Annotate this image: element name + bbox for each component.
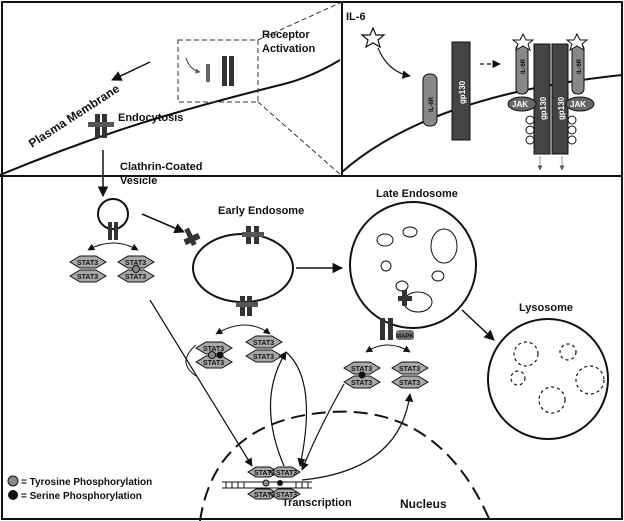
svg-text:STAT3: STAT3 [125, 260, 146, 267]
inset-gp130-left-label: gp130 [539, 96, 548, 120]
il6-star-icon [360, 26, 386, 49]
transcription-label: Transcription [282, 497, 352, 509]
dna-strand [222, 481, 312, 489]
inset-il6r-left-label: IL-6R [521, 58, 527, 74]
svg-text:STAT3: STAT3 [203, 360, 224, 367]
stat-pair-early-right: STAT3 STAT3 [245, 335, 283, 363]
svg-text:STAT3: STAT3 [125, 274, 146, 281]
nucleus-label: Nucleus [400, 497, 447, 511]
curve-left-early [185, 344, 197, 377]
svg-text:STAT3: STAT3 [399, 366, 420, 373]
legend-tyrosine-dot [7, 475, 19, 487]
svg-text:STAT3: STAT3 [77, 260, 98, 267]
svg-text:STAT3: STAT3 [253, 340, 274, 347]
zoom-line-bottom [257, 101, 343, 177]
vesicle-to-early-arrow [141, 213, 185, 234]
svg-text:STAT3: STAT3 [254, 470, 275, 477]
stat-pair-vesicle-right: STAT3 STAT3 [117, 255, 155, 283]
early-endosome-receptors [183, 226, 264, 316]
endocytosis-label: Endocytosis [118, 112, 183, 124]
stat-pair-late-right: STAT3 STAT3 [391, 361, 429, 389]
endocytosis-receptor [88, 114, 114, 138]
early-endosome-branch [215, 324, 271, 335]
inset-gp130-free-label: gp130 [458, 80, 467, 104]
svg-text:STAT3: STAT3 [276, 492, 297, 499]
inset-il6r-right-label: IL-6R [577, 58, 583, 74]
inset-il6r-free [422, 73, 438, 127]
zoom-receptor [185, 56, 234, 86]
stat-pair-late-left: STAT3 STAT3 [343, 361, 381, 389]
nucleus-to-early-arrow [269, 351, 287, 467]
inset-gp130-free [451, 41, 471, 141]
inset-il6-star-right-icon [565, 32, 589, 52]
il6-arrow [377, 47, 411, 79]
clathrin-label-2: Vesicle [120, 175, 157, 187]
stat-pair-vesicle-left: STAT3 STAT3 [69, 255, 107, 283]
inset-jak-right-label: JAK [570, 100, 586, 109]
early-endosome [192, 233, 294, 303]
stat-cluster-nucleus: STAT3 STAT3 STAT3 STAT3 [247, 466, 301, 500]
vesicle-branch [87, 242, 139, 251]
svg-text:STAT3: STAT3 [203, 346, 224, 353]
plasma-membrane-arrow [111, 61, 151, 81]
inset-gp130-left [533, 43, 551, 155]
early-endosome-label: Early Endosome [218, 205, 304, 217]
zoom-box [177, 39, 259, 103]
inset-il6-star-left-icon [511, 32, 535, 52]
svg-text:STAT3: STAT3 [351, 380, 372, 387]
clathrin-label-1: Clathrin-Coated [120, 161, 203, 173]
vesicle-receptor [108, 222, 118, 240]
clathrin-vesicle [97, 198, 129, 230]
plasma-membrane-line [0, 59, 341, 176]
inset-jak-left-label: JAK [512, 100, 528, 109]
vesicle-stat-to-nucleus-arrow [149, 299, 253, 467]
legend-serine-dot [8, 490, 18, 500]
svg-text:STAT3: STAT3 [351, 366, 372, 373]
mapk-label: MAPK [396, 334, 414, 340]
receptor-activation-label-1: Receptor [262, 29, 310, 41]
svg-text:STAT3: STAT3 [276, 470, 297, 477]
svg-text:STAT3: STAT3 [399, 380, 420, 387]
plasma-membrane-label: Plasma Membrane [26, 81, 122, 150]
late-endosome-receptor [380, 290, 414, 340]
late-stat-to-nucleus-arrow [300, 383, 345, 471]
inset-jak-right [565, 96, 595, 112]
inset-il6r-free-label: IL-6R [429, 96, 435, 112]
svg-text:STAT3: STAT3 [253, 354, 274, 361]
late-endosome-label: Late Endosome [376, 188, 458, 200]
lysosome-label: Lysosome [519, 302, 573, 314]
inset-gp130-right-label: gp130 [557, 96, 566, 120]
il6-label: IL-6 [346, 11, 366, 23]
early-stat-to-nucleus-arrow [285, 351, 308, 467]
nucleus-to-late-arrow [301, 393, 414, 481]
stat-pair-early-left: STAT3 STAT3 [195, 341, 233, 369]
lysosome-vesicles [510, 341, 605, 414]
late-endosome [349, 201, 477, 329]
legend-serine-label: = Serine Phosphorylation [21, 491, 142, 502]
inset-gp130-right [551, 43, 569, 155]
inset-jak-left [507, 96, 537, 112]
legend-tyrosine-label: = Tyrosine Phosphorylation [21, 477, 152, 488]
svg-text:STAT3: STAT3 [77, 274, 98, 281]
lysosome [487, 318, 609, 440]
svg-text:STAT3: STAT3 [254, 492, 275, 499]
late-to-lysosome-arrow [461, 309, 495, 341]
nucleus-envelope [199, 410, 491, 521]
zoom-line-top [257, 1, 343, 41]
receptor-activation-label-2: Activation [262, 43, 315, 55]
late-endosome-branch [365, 344, 411, 353]
inset-coils [525, 115, 577, 145]
